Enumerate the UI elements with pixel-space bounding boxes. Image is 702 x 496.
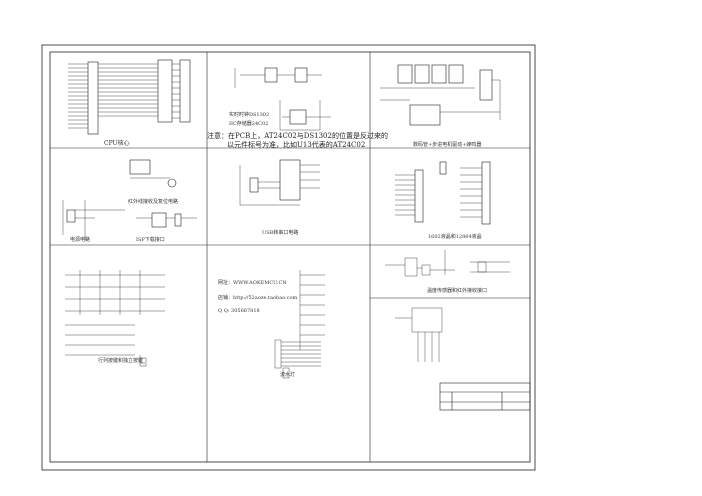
rtc-eeprom-circuit	[234, 67, 331, 131]
label-sensor: 温度传感器和红外接收接口	[427, 288, 488, 294]
cpu-circuit	[68, 59, 191, 135]
label-rtc: 实时时钟DS1302	[229, 112, 270, 118]
label-power: 电源电路	[70, 237, 91, 243]
pcb-note-line1: 注意：在PCB上，AT24C02与DS1302的位置是反过来的	[207, 132, 388, 140]
label-usb: USB转串口电路	[262, 230, 299, 236]
power-circuit	[62, 159, 197, 240]
led-circuit	[274, 270, 325, 379]
label-website: 网址：WWW.AOKEMCU.CN	[218, 280, 287, 286]
label-shop: 店铺：http://52aoze.taobao.com	[218, 295, 298, 301]
label-isp: ISP下载接口	[136, 237, 165, 243]
usb-circuit	[239, 159, 320, 206]
outer-frame	[41, 44, 536, 471]
label-ir-reset: 红外线接收及复位电路	[128, 199, 179, 205]
title-block	[439, 382, 531, 411]
key-matrix	[65, 270, 165, 367]
label-display: 数码管+步进电机驱动+蜂鸣器	[413, 142, 482, 148]
label-eeprom: IIC存储器24C02	[229, 121, 269, 127]
lcd-circuit	[395, 161, 491, 225]
label-keys: 行列按键和独立按键	[98, 358, 144, 364]
label-cpu: CPU核心	[104, 140, 130, 147]
label-leds: 流水灯	[280, 372, 296, 378]
pcb-note-line2: 以元件标号为准，比如U13代表的AT24C02	[227, 141, 366, 149]
inner-frame	[49, 51, 531, 463]
sensor-circuit	[385, 250, 510, 362]
label-lcd: 1602液晶和12864液晶	[428, 234, 482, 240]
label-qq: Q Q: 305667818	[218, 308, 260, 314]
display-circuit	[380, 64, 501, 126]
